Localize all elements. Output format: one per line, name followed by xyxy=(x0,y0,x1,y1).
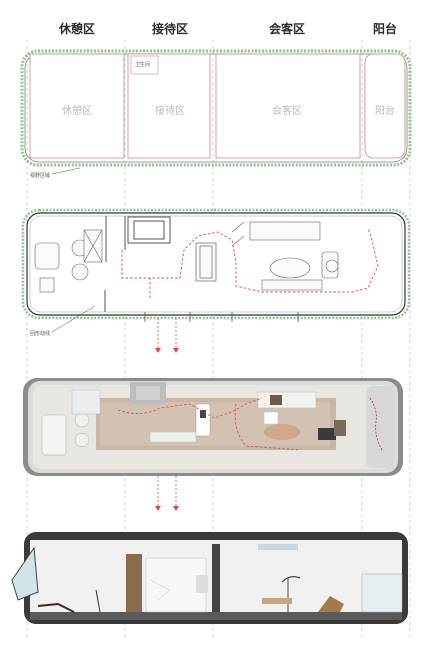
circulation-callout: 回形动线 xyxy=(30,331,51,337)
zone-label-rest: 休憩区 xyxy=(62,106,92,117)
zone-header-meeting: 会客区 xyxy=(268,22,305,36)
zone-box-restroom xyxy=(130,55,159,75)
restroom-label: 卫生间 xyxy=(135,62,151,68)
zone-header-rest: 休憩区 xyxy=(58,22,95,36)
zone-label-balcony: 阳台 xyxy=(375,106,395,117)
circulation-plan xyxy=(21,208,411,353)
zone-box-rest xyxy=(29,53,125,159)
zone-box-balcony xyxy=(364,53,406,159)
view-area-outline xyxy=(20,49,412,167)
section-view xyxy=(11,532,408,624)
zone-label-meeting: 会客区 xyxy=(272,106,302,117)
circulation-path xyxy=(121,227,379,298)
zone-box-meeting xyxy=(215,53,361,159)
zone-header-balcony: 阳台 xyxy=(372,22,397,36)
zone-header-reception: 接待区 xyxy=(151,22,188,36)
zone-label-reception: 接待区 xyxy=(155,106,185,117)
view-area-callout: 视野区域 xyxy=(30,173,51,179)
zoning-diagram xyxy=(20,49,412,175)
rendered-plan xyxy=(23,378,403,511)
